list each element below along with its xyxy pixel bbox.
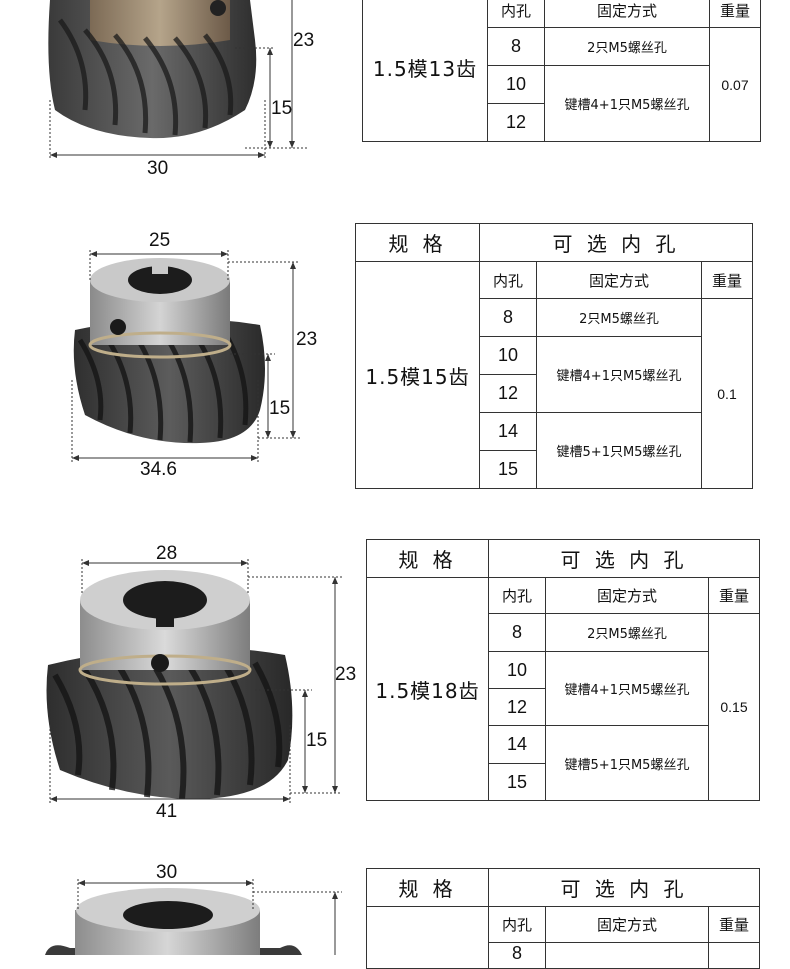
col-bore: 内孔: [488, 906, 546, 943]
header-optional-bore: 可 选 内 孔: [487, 539, 761, 578]
weight-value: 0.07: [709, 27, 761, 142]
bore-value: 8: [488, 613, 546, 652]
method-value: [545, 942, 709, 969]
header-optional-bore: 可 选 内 孔: [478, 223, 754, 262]
col-bore: 内孔: [479, 261, 537, 299]
model-cell: [366, 906, 489, 969]
gear-image-15t: [71, 250, 300, 462]
col-weight: 重量: [709, 0, 761, 28]
dim-hub: 15: [306, 730, 328, 751]
spec-table-partial: 规 格 可 选 内 孔 内孔 固定方式 重量 8: [366, 868, 761, 969]
method-value: 键槽4+1只M5螺丝孔: [545, 651, 709, 726]
header-spec: 规 格: [355, 223, 480, 262]
bore-value: 10: [487, 65, 545, 104]
model-cell: 1.5模13齿: [362, 0, 488, 142]
weight-value: 0.1: [700, 298, 754, 489]
bore-value: 14: [488, 725, 546, 764]
header-optional-bore: 可 选 内 孔: [487, 868, 761, 907]
spec-table-18t: 规 格 可 选 内 孔 1.5模18齿 内孔 固定方式 重量 8 2只M5螺丝孔…: [366, 539, 761, 801]
col-weight: 重量: [707, 906, 761, 943]
gear-image-13t: [48, 0, 308, 160]
bore-value: 12: [487, 103, 545, 142]
col-method: 固定方式: [545, 577, 709, 614]
bore-value: 10: [488, 651, 546, 689]
spec-table-15t: 规 格 可 选 内 孔 1.5模15齿 内孔 固定方式 重量 8 2只M5螺丝孔…: [355, 223, 754, 489]
bore-value: 15: [488, 763, 546, 801]
bore-value: 8: [479, 298, 537, 337]
bore-value: 10: [479, 336, 537, 375]
col-bore: 内孔: [488, 577, 546, 614]
col-weight: 重量: [700, 261, 754, 299]
weight-value: [707, 942, 761, 969]
col-method: 固定方式: [544, 0, 710, 28]
method-value: 2只M5螺丝孔: [545, 613, 709, 652]
dim-hub: 15: [271, 98, 293, 119]
dim-height: 23: [293, 30, 315, 51]
col-bore: 内孔: [487, 0, 545, 28]
method-value: 键槽4+1只M5螺丝孔: [544, 65, 710, 142]
gear-image-18t: [46, 559, 342, 803]
bore-value: 8: [488, 942, 546, 969]
col-method: 固定方式: [545, 906, 709, 943]
method-value: 2只M5螺丝孔: [536, 298, 702, 337]
weight-value: 0.15: [707, 613, 761, 801]
gear-image-partial: [45, 879, 342, 955]
bore-value: 14: [479, 412, 537, 451]
spec-table-13t: 1.5模13齿 内孔 固定方式 重量 8 2只M5螺丝孔 0.07 10 键槽4…: [362, 0, 761, 142]
dim-top: 30: [156, 862, 178, 883]
method-value: 键槽4+1只M5螺丝孔: [536, 336, 702, 413]
dim-top: 28: [156, 543, 178, 564]
col-weight: 重量: [707, 577, 761, 614]
dim-width: 30: [147, 158, 169, 179]
model-cell: 1.5模15齿: [355, 261, 480, 489]
bore-value: 12: [488, 688, 546, 726]
method-value: 键槽5+1只M5螺丝孔: [545, 725, 709, 801]
bore-value: 8: [487, 27, 545, 66]
header-spec: 规 格: [366, 539, 489, 578]
dim-top: 25: [149, 230, 171, 251]
dim-height: 23: [335, 664, 357, 685]
dim-height: 23: [296, 329, 318, 350]
method-value: 2只M5螺丝孔: [544, 27, 710, 66]
header-spec: 规 格: [366, 868, 489, 907]
model-cell: 1.5模18齿: [366, 577, 489, 801]
method-value: 键槽5+1只M5螺丝孔: [536, 412, 702, 489]
bore-value: 12: [479, 374, 537, 413]
bore-value: 15: [479, 450, 537, 489]
col-method: 固定方式: [536, 261, 702, 299]
dim-hub: 15: [269, 398, 291, 419]
dim-width: 34.6: [140, 459, 177, 480]
dim-width: 41: [156, 801, 178, 822]
